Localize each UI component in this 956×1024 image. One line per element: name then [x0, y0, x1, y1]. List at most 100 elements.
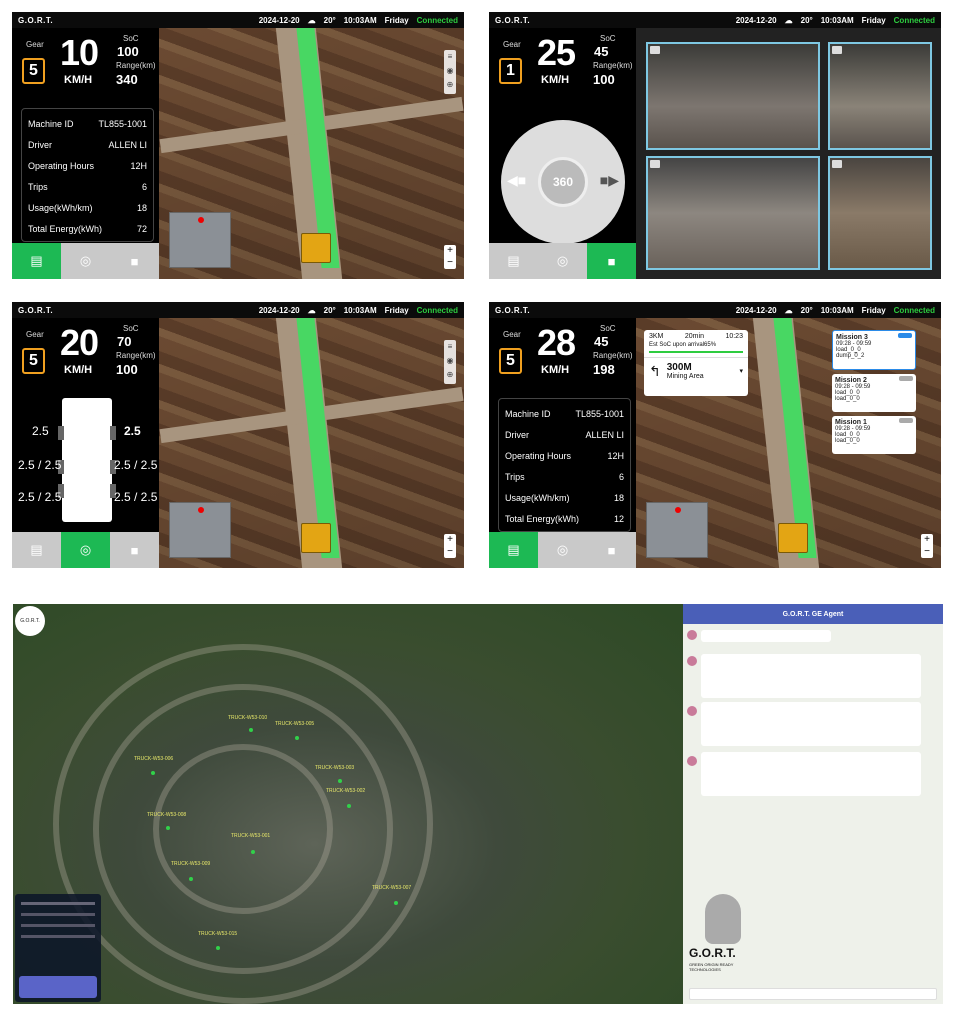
gear-indicator: 5 — [22, 348, 45, 374]
camera-right-icon[interactable]: ■▶ — [599, 172, 619, 188]
view-tabs: ▤ ◎ ■ — [489, 532, 636, 568]
truck-marker-icon[interactable] — [394, 901, 398, 905]
mission-card[interactable]: Mission 2 09:28 - 09:59 load_0_0 load_0_… — [832, 374, 916, 412]
zoom-control[interactable]: +− — [444, 534, 456, 558]
truck-label[interactable]: TRUCK-W53-005 — [275, 721, 315, 727]
chat-input[interactable] — [689, 988, 937, 1000]
camera-tab-icon[interactable]: ■ — [110, 532, 159, 568]
detail-row — [21, 913, 95, 916]
truck-marker-icon[interactable] — [189, 877, 193, 881]
tire-tab-icon[interactable]: ◎ — [538, 532, 587, 568]
tire-pressure-fr: 2.5 — [124, 424, 141, 438]
logo-text: G.O.R.T. — [689, 946, 736, 960]
360-view-button[interactable]: 360 — [538, 157, 588, 207]
truck-label[interactable]: TRUCK-W53-009 — [171, 861, 211, 867]
nav-arrival-time: 10:23 — [725, 333, 743, 340]
mission-status-badge — [899, 418, 913, 423]
gear-indicator: 5 — [22, 58, 45, 84]
navigation-card[interactable]: 3KM 20min 10:23 Est SoC upon arrival65% … — [644, 330, 748, 396]
minimap[interactable] — [646, 502, 708, 558]
truck-marker-icon[interactable] — [166, 826, 170, 830]
tire-tab-icon[interactable]: ◎ — [538, 243, 587, 279]
truck-icon — [301, 233, 331, 263]
dashboard-panel-1: G.O.R.T. 2024-12-20 ☁ 20° 10:03AM Friday… — [12, 12, 464, 279]
range-label: Range(km) — [593, 351, 633, 360]
route-map[interactable]: ≡◉⊕ +− — [159, 28, 464, 279]
speed-unit: KM/H — [541, 364, 570, 376]
brand: G.O.R.T. — [18, 15, 54, 25]
truck-marker-icon[interactable] — [216, 946, 220, 950]
truck-label[interactable]: TRUCK-W53-010 — [228, 715, 268, 721]
truck-label[interactable]: TRUCK-W53-006 — [134, 756, 174, 762]
camera-feed-right[interactable] — [828, 42, 932, 150]
zoom-control[interactable]: +− — [444, 245, 456, 269]
time: 10:03AM — [820, 15, 854, 25]
range-label: Range(km) — [116, 61, 156, 70]
tire-pressure-mr: 2.5 / 2.5 — [114, 458, 158, 472]
truck-label[interactable]: TRUCK-W53-002 — [326, 788, 366, 794]
document-tab-icon[interactable]: ▤ — [12, 532, 61, 568]
truck-label[interactable]: TRUCK-W53-001 — [231, 833, 271, 839]
truck-marker-icon[interactable] — [249, 728, 253, 732]
camera-tab-icon[interactable]: ■ — [110, 243, 159, 279]
vehicle-panel: Gear 5 10 KM/H SoC 100 Range(km) 340 Mac… — [12, 28, 159, 279]
route-map[interactable]: 3KM 20min 10:23 Est SoC upon arrival65% … — [636, 318, 941, 568]
mission-time: 09:28 - 09:59 — [835, 426, 871, 432]
weather-icon: ☁ — [784, 15, 793, 25]
tire-tab-icon[interactable]: ◎ — [61, 532, 110, 568]
camera-tab-icon[interactable]: ■ — [587, 532, 636, 568]
tire-pressure-fl: 2.5 — [32, 424, 49, 438]
status-bar: G.O.R.T. 2024-12-20 ☁ 20° 10:03AM Friday… — [489, 302, 941, 318]
truck-label[interactable]: TRUCK-W53-003 — [315, 765, 355, 771]
location-pin-icon — [675, 507, 681, 513]
camera-feed-rear[interactable] — [646, 156, 820, 270]
gort-logo-badge: G.O.R.T. — [15, 606, 45, 636]
minimap[interactable] — [169, 212, 231, 268]
truck-marker-icon[interactable] — [151, 771, 155, 775]
aerial-mine-map[interactable]: G.O.R.T. TRUCK-W53-010 TRUCK-W53-006 TRU… — [13, 604, 683, 1004]
camera-view-selector[interactable]: 360 ◀■ ■▶ — [501, 120, 625, 244]
status-bar: G.O.R.T. 2024-12-20 ☁ 20° 10:03AM Friday… — [12, 12, 464, 28]
document-tab-icon[interactable]: ▤ — [12, 243, 61, 279]
energy-summary-button[interactable] — [19, 976, 97, 998]
mission-time: 09:28 - 09:59 — [836, 341, 872, 347]
camera-tab-icon[interactable]: ■ — [587, 243, 636, 279]
map-tools[interactable]: ≡◉⊕ — [444, 50, 456, 94]
time: 10:03AM — [820, 305, 854, 315]
mission-time: 09:28 - 09:59 — [835, 384, 871, 390]
chevron-down-icon[interactable]: ▾ — [739, 368, 743, 375]
camera-icon — [832, 160, 842, 168]
range-label: Range(km) — [593, 61, 633, 70]
truck-label[interactable]: TRUCK-W53-008 — [147, 812, 187, 818]
camera-left-icon[interactable]: ◀■ — [507, 172, 527, 188]
camera-feed-left[interactable] — [828, 156, 932, 270]
document-tab-icon[interactable]: ▤ — [489, 243, 538, 279]
truck-topview-icon — [58, 398, 116, 522]
truck-marker-icon[interactable] — [347, 804, 351, 808]
tire-tab-icon[interactable]: ◎ — [61, 243, 110, 279]
connection-status: Connected — [893, 15, 935, 25]
camera-feed-front[interactable] — [646, 42, 820, 150]
truck-label[interactable]: TRUCK-W53-007 — [372, 885, 412, 891]
minimap[interactable] — [169, 502, 231, 558]
truck-marker-icon[interactable] — [338, 779, 342, 783]
nav-eta: 20min — [684, 333, 704, 340]
truck-marker-icon[interactable] — [251, 850, 255, 854]
route-map[interactable]: ≡◉⊕ +− — [159, 318, 464, 568]
zoom-control[interactable]: +− — [921, 534, 933, 558]
location-pin-icon — [198, 217, 204, 223]
mission-card[interactable]: Mission 3 09:28 - 09:59 load_0_0 dump_0_… — [832, 330, 916, 370]
chat-header: G.O.R.T. GE Agent — [683, 604, 943, 624]
truck-marker-icon[interactable] — [295, 736, 299, 740]
mission-card[interactable]: Mission 1 09:28 - 09:59 load_0_0 load_0_… — [832, 416, 916, 454]
pit-terrace — [153, 744, 333, 914]
status-bar: G.O.R.T. 2024-12-20 ☁ 20° 10:03AM Friday… — [489, 12, 941, 28]
vehicle-detail-panel[interactable] — [15, 894, 101, 1002]
document-tab-icon[interactable]: ▤ — [489, 532, 538, 568]
truck-label[interactable]: TRUCK-W53-015 — [198, 931, 238, 937]
map-tools[interactable]: ≡◉⊕ — [444, 340, 456, 384]
date: 2024-12-20 — [258, 15, 300, 25]
